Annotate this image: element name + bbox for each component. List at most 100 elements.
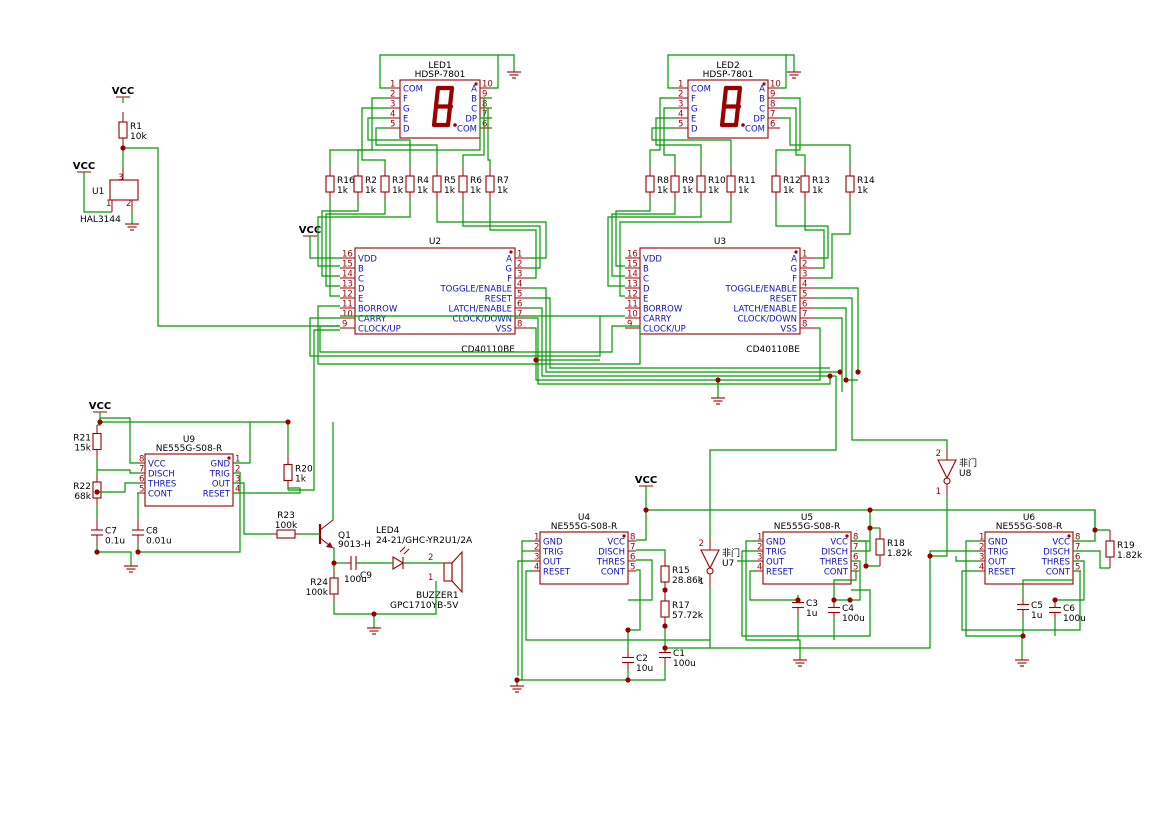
pin-label: DISCH — [148, 470, 175, 480]
inverter-body — [700, 549, 720, 570]
wire — [361, 107, 388, 168]
pin-label: OUT — [212, 480, 231, 490]
pin-label: DISCH — [1043, 548, 1070, 558]
vcc-symbol: VCC — [635, 475, 657, 492]
resistor-body — [458, 175, 468, 193]
timer-value: NE555G-S08-R — [551, 522, 618, 532]
resistor-value: 1k — [444, 186, 456, 196]
resistor-ref: R18 — [887, 539, 905, 549]
pin-label: A — [506, 255, 512, 265]
resistor-body — [726, 175, 736, 193]
pin-label: CARRY — [358, 315, 387, 325]
pin-number: 5 — [139, 485, 144, 495]
pin-number: 6 — [482, 120, 487, 130]
pin-number: 10 — [627, 310, 638, 320]
pin-label: B — [759, 95, 765, 105]
pin-number: 10 — [770, 80, 781, 90]
ground-symbol — [125, 218, 139, 231]
pin-number: 2 — [979, 543, 984, 553]
wire — [780, 55, 787, 89]
wire — [321, 200, 359, 277]
pin-label: A — [471, 85, 477, 95]
pin-label: GND — [766, 538, 786, 548]
resistor-ref: R23 — [277, 511, 295, 521]
pin-label: D — [358, 285, 365, 295]
resistor-body — [660, 565, 670, 583]
pin-number: 3 — [757, 553, 762, 563]
pin-label: THRES — [1041, 558, 1070, 568]
inverter-ref: U8 — [959, 469, 972, 479]
junction-dot — [863, 563, 869, 569]
wire — [955, 556, 977, 562]
pin-number: 8 — [1075, 533, 1080, 543]
wire — [1073, 510, 1096, 542]
pin-label: A — [759, 85, 765, 95]
resistor-ref: R11 — [738, 176, 756, 186]
resistor-body — [432, 175, 442, 193]
pin-label: CLOCK/DOWN — [738, 315, 797, 325]
resistor-ref: R15 — [672, 566, 690, 576]
resistor-value: 1k — [682, 186, 694, 196]
wire — [375, 127, 438, 168]
pin-number: 3 — [534, 553, 539, 563]
pin-label: COM — [745, 125, 765, 135]
segment — [719, 104, 727, 128]
capacitor-value: 0.01u — [146, 537, 172, 547]
resistor-value: 1k — [657, 186, 669, 196]
pin-number: 7 — [139, 465, 144, 475]
capacitor-c7: C70.1u — [91, 520, 125, 547]
resistor-body — [353, 175, 363, 193]
led-value: 24-21/GHC-YR2U1/2A — [376, 536, 473, 546]
pin-number: 5 — [517, 290, 522, 300]
resistor-body — [660, 600, 670, 618]
pin-label: CLOCK/DOWN — [453, 315, 512, 325]
pin-number: 14 — [342, 270, 353, 280]
wire — [333, 547, 335, 570]
pin-number: 2 — [757, 543, 762, 553]
wire — [492, 55, 499, 89]
resistor-body — [325, 175, 335, 193]
pin-number: 7 — [1075, 543, 1080, 553]
pin-number: 1 — [699, 577, 704, 587]
ground-symbol — [793, 654, 807, 667]
pin-number: 3 — [390, 100, 395, 110]
pin-number: 9 — [627, 320, 632, 330]
pin-label: F — [507, 275, 512, 285]
pin-number: 3 — [802, 270, 807, 280]
ic-body — [399, 79, 481, 139]
pin-number: 7 — [630, 543, 635, 553]
pin-label: CONT — [601, 568, 626, 578]
pin-number: 5 — [853, 563, 858, 573]
pin-number: 6 — [139, 475, 144, 485]
pin-number: 1 — [235, 455, 240, 465]
pin-number: 3 — [235, 475, 240, 485]
vcc-label: VCC — [73, 161, 95, 172]
pin-number: 8 — [139, 455, 144, 465]
pin-label: BORROW — [643, 305, 683, 315]
wire — [834, 560, 861, 601]
pin-label: THRES — [819, 558, 848, 568]
ground-symbol — [787, 66, 801, 79]
pin-number: 4 — [802, 280, 807, 290]
led-ref: LED4 — [376, 526, 400, 536]
pin-number: 2 — [126, 199, 131, 209]
pin-number: 4 — [390, 110, 395, 120]
wire — [329, 200, 340, 297]
junction-dot — [827, 373, 833, 379]
pin-label: RESET — [770, 295, 798, 305]
wire — [815, 287, 859, 372]
wire — [233, 422, 251, 464]
resistor-ref: R17 — [672, 601, 690, 611]
